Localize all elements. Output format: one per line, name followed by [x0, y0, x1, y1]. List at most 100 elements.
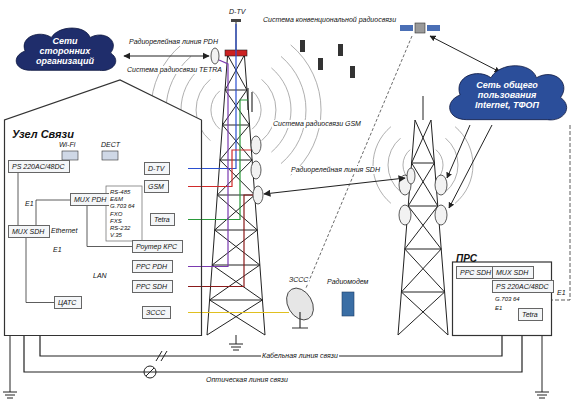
sdh-radio-link: [264, 178, 405, 194]
tetra-base-station: Tetra: [150, 213, 175, 226]
satellite-body: [415, 23, 425, 33]
pdh-radio-link: [124, 55, 209, 56]
sector-panel: [399, 205, 411, 225]
pdh-dish: [211, 48, 219, 64]
laptop-icon: [102, 151, 118, 160]
equipment-name: РРС SDH: [136, 282, 169, 291]
equipment-name: ЦАТС: [58, 298, 78, 307]
line-label: Оптическая линия связи: [205, 376, 289, 384]
equipment-label: Радиомодем: [326, 278, 369, 286]
radio-modem: [342, 292, 354, 316]
ground-symbol: [3, 336, 17, 398]
tower-brace: [398, 120, 445, 335]
equipment-name: PS 220AC/48DC: [496, 282, 550, 291]
interface-panel: [106, 186, 142, 241]
radio-wave: [446, 138, 458, 192]
dish-stand: [292, 312, 308, 328]
tower-leg: [398, 120, 448, 335]
sector-panel: [435, 175, 447, 195]
laptop-icon: [62, 151, 78, 160]
network-name: Сети сторонних организаций: [28, 36, 102, 66]
handheld-radio: [338, 44, 343, 56]
equipment-name: РРС SDH: [460, 268, 493, 277]
signal-label: E1: [494, 305, 503, 312]
power-supply: PS 220AC/48DC: [492, 280, 554, 293]
equipment-name: GSM: [148, 182, 165, 191]
site-title: ПРС: [456, 253, 477, 264]
cloud-network: Сеть общего пользования Internet, ТФОП: [440, 58, 574, 132]
interface-label: E&M: [109, 196, 124, 203]
e1-wire: [26, 238, 54, 303]
router: Роутер КРС: [132, 240, 183, 253]
satellite-panel: [400, 25, 413, 31]
tetra-base-station: Tetra: [518, 308, 543, 321]
equipment-name: Tetra: [154, 215, 171, 224]
sdh-multiplexer: MUX SDH: [492, 266, 534, 279]
equipment-name: D-TV: [148, 164, 166, 173]
earth-station-feeder: [188, 312, 289, 313]
power-supply: PS 220AC/48DC: [8, 160, 70, 173]
pdh-feeder: [188, 60, 228, 267]
cloud-outline: [450, 66, 567, 120]
link-label: Радиорелейная линия PDH: [128, 38, 219, 46]
relay-station-frame: ПРС РРС SDHMUX SDH PS 220AC/48DC Tetra: [452, 248, 552, 336]
pdh-multiplexer: MUX PDH: [70, 193, 112, 206]
gsm-panel: [251, 136, 261, 154]
radio-wave: [281, 56, 306, 163]
signal-label: G.703 64: [494, 296, 521, 303]
equipment-name: ЗССС: [146, 308, 167, 317]
digital-exchange: ЦАТС: [54, 296, 82, 309]
equipment-name: PS 220AC/48DC: [12, 162, 66, 171]
earth-station-unit: ЗССС: [142, 306, 171, 319]
sector-panel: [435, 205, 447, 225]
antenna-label: D-TV: [228, 8, 246, 16]
ground-symbol: [535, 336, 549, 398]
sdh-dish: [407, 168, 415, 184]
signal-label: E1: [556, 289, 567, 297]
sdh-radio-relay: РРС SDH: [132, 280, 173, 293]
line-label: Кабельная линия связи: [261, 352, 339, 360]
dtv-transmitter: D-TV: [144, 162, 170, 175]
satellite-link: [430, 36, 500, 72]
network-name: Сеть общего пользования Internet, ТФОП: [460, 80, 554, 110]
sdh-feeder: [188, 195, 253, 287]
handheld-radio: [350, 66, 355, 78]
pdh-radio-relay: РРС PDH: [132, 260, 173, 273]
satellite-link: [306, 36, 412, 288]
gsm-base-station: GSM: [144, 180, 169, 193]
interface-label: Wi-Fi: [58, 141, 76, 149]
signal-label: E1: [24, 200, 35, 208]
tower-mast: [423, 96, 424, 120]
equipment-name: РРС PDH: [136, 262, 169, 271]
signal-label: E1: [52, 246, 63, 254]
e1-line: [552, 125, 570, 300]
cloud-link: [449, 125, 492, 208]
equipment-name: Роутер КРС: [136, 242, 179, 251]
e1-wire: [18, 173, 19, 225]
sdh-dish: [253, 186, 263, 204]
link-label: Радиорелейная линия SDH: [290, 166, 381, 174]
cloud-link: [447, 125, 470, 178]
radio-wave: [271, 68, 291, 152]
gsm-feeder: [188, 150, 251, 187]
building-outline: [5, 80, 202, 336]
tower-brace: [210, 55, 265, 335]
radio-wave: [211, 91, 220, 129]
sdh-multiplexer: MUX SDH: [8, 225, 50, 238]
line-connector: [24, 336, 522, 372]
network-label: LAN: [92, 272, 108, 280]
tower-brace: [207, 55, 262, 335]
radio-wave: [262, 79, 276, 140]
equipment-name: MUX PDH: [74, 195, 108, 204]
radio-wave: [388, 138, 400, 192]
handheld-radio: [318, 58, 323, 70]
interface-label: RS-232: [109, 225, 131, 232]
signal-label: Ethernet: [50, 227, 78, 235]
dtv-antenna: [231, 19, 241, 22]
interface-label: FXS: [109, 218, 123, 225]
handheld-radio: [300, 40, 305, 52]
radio-wave: [373, 127, 391, 204]
gsm-panel: [251, 161, 261, 179]
tower-brace: [401, 120, 448, 335]
